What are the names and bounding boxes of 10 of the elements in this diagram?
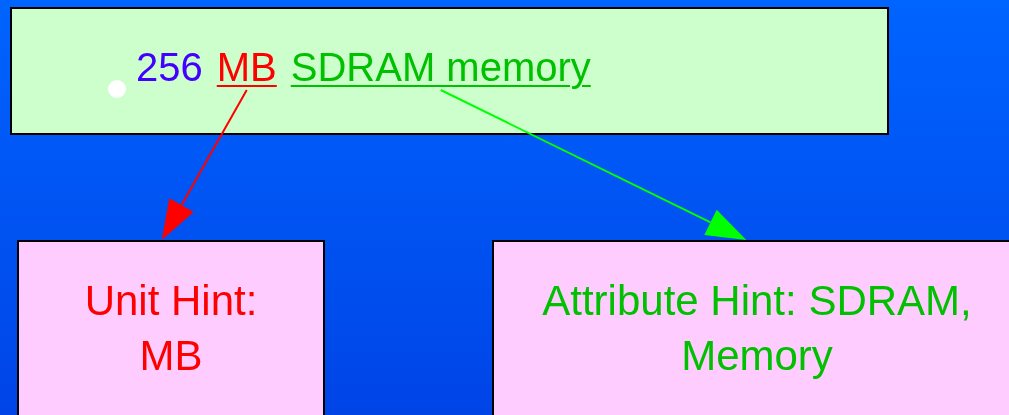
arrow xyxy=(439,89,747,240)
hint-text: Unit Hint: MB xyxy=(83,276,259,381)
number-text: 256 xyxy=(136,45,203,90)
hint-text: Attribute Hint: SDRAM, Memory xyxy=(541,276,973,381)
highlighted-term: SDRAM memory xyxy=(290,45,591,90)
arrow xyxy=(161,89,248,240)
hint-box xyxy=(17,240,325,415)
sentence-box xyxy=(10,7,889,135)
hint-box xyxy=(492,240,1009,415)
highlighted-term: MB xyxy=(216,45,277,90)
